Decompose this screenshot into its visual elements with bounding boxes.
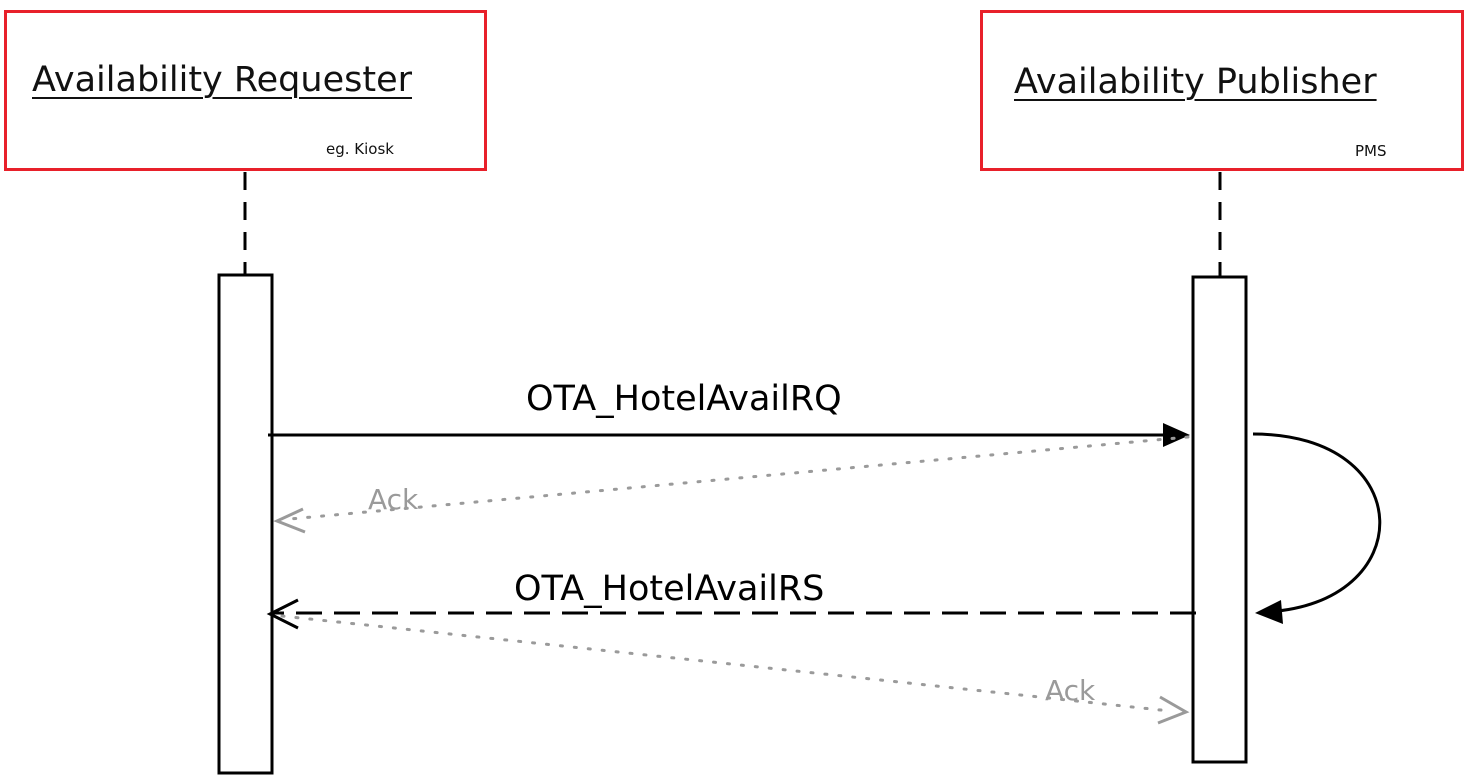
- ack-to-publisher-line: [280, 614, 1172, 713]
- requester-activation-bar: [217, 273, 274, 775]
- requester-participant-box: [4, 10, 487, 171]
- self-call-curve: [1252, 432, 1382, 614]
- publisher-activation-bar: [1191, 275, 1248, 764]
- ack-to-requester-arrowhead: [273, 507, 306, 534]
- response-label: OTA_HotelAvailRS: [514, 569, 824, 609]
- request-arrowhead: [1163, 423, 1190, 447]
- requester-subtitle: eg. Kiosk: [326, 140, 394, 158]
- ack-to-publisher-arrowhead: [1157, 695, 1190, 725]
- ack-to-requester-label: Ack: [368, 483, 419, 516]
- publisher-title: Availability Publisher: [1014, 62, 1377, 102]
- requester-title: Availability Requester: [32, 60, 412, 100]
- ack-to-requester-line: [288, 435, 1190, 521]
- publisher-subtitle: PMS: [1355, 142, 1387, 160]
- request-label: OTA_HotelAvailRQ: [526, 379, 842, 419]
- self-call-arrowhead: [1255, 600, 1283, 624]
- publisher-participant-box: [980, 10, 1464, 171]
- ack-to-publisher-label: Ack: [1045, 674, 1096, 707]
- response-arrowhead: [266, 598, 299, 630]
